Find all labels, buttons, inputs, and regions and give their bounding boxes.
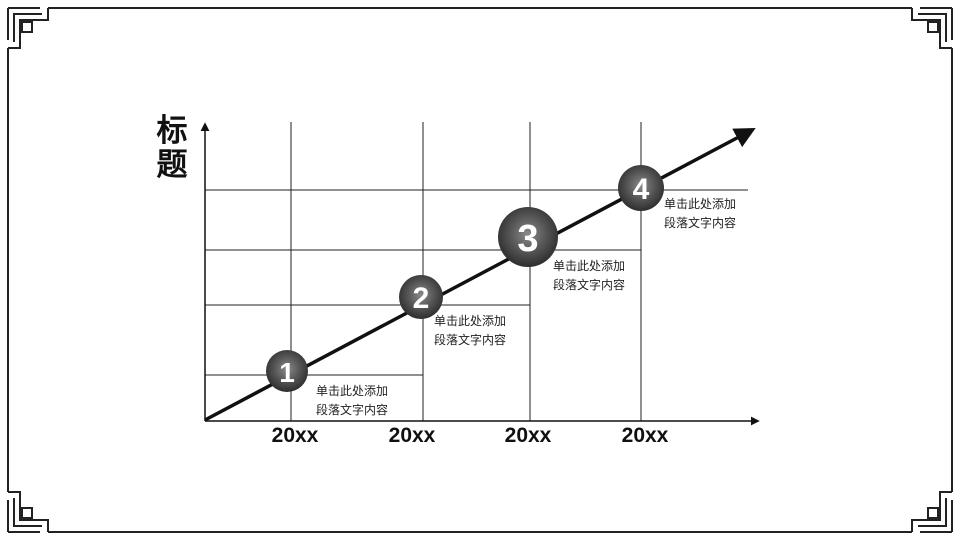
milestone-node-1: 1: [266, 350, 308, 392]
svg-text:2: 2: [413, 282, 430, 315]
x-label-1: 20xx: [271, 424, 319, 447]
svg-text:3: 3: [517, 218, 538, 260]
svg-text:1: 1: [279, 357, 295, 388]
milestone-text-3-line2: 段落文字内容: [553, 278, 626, 292]
milestone-text-4[interactable]: 单击此处添加 段落文字内容: [664, 195, 774, 233]
x-label-3: 20xx: [504, 424, 552, 447]
milestone-text-2-line1: 单击此处添加: [434, 314, 507, 328]
decorative-frame: [7, 7, 953, 533]
milestone-node-2: 2: [399, 275, 443, 319]
chart-title: 标 题: [156, 113, 188, 183]
x-label-2: 20xx: [388, 424, 436, 447]
frame-corner-top-left: [7, 7, 49, 49]
x-label-4: 20xx: [621, 424, 669, 447]
milestone-node-3: 3: [498, 207, 558, 267]
milestone-text-1-line2: 段落文字内容: [316, 403, 389, 417]
milestone-text-4-line2: 段落文字内容: [664, 216, 737, 230]
frame-corner-bottom-left: [7, 491, 49, 533]
milestone-text-2[interactable]: 单击此处添加 段落文字内容: [434, 312, 544, 350]
milestone-text-2-line2: 段落文字内容: [434, 333, 507, 347]
milestone-node-4: 4: [618, 165, 664, 211]
milestone-text-3-line1: 单击此处添加: [553, 259, 626, 273]
milestone-text-1[interactable]: 单击此处添加 段落文字内容: [316, 382, 426, 420]
milestone-text-3[interactable]: 单击此处添加 段落文字内容: [553, 257, 663, 295]
milestone-text-1-line1: 单击此处添加: [316, 384, 389, 398]
frame-corner-top-right: [911, 7, 953, 49]
milestone-text-4-line1: 单击此处添加: [664, 197, 737, 211]
frame-corner-bottom-right: [911, 491, 953, 533]
svg-text:4: 4: [633, 173, 650, 206]
